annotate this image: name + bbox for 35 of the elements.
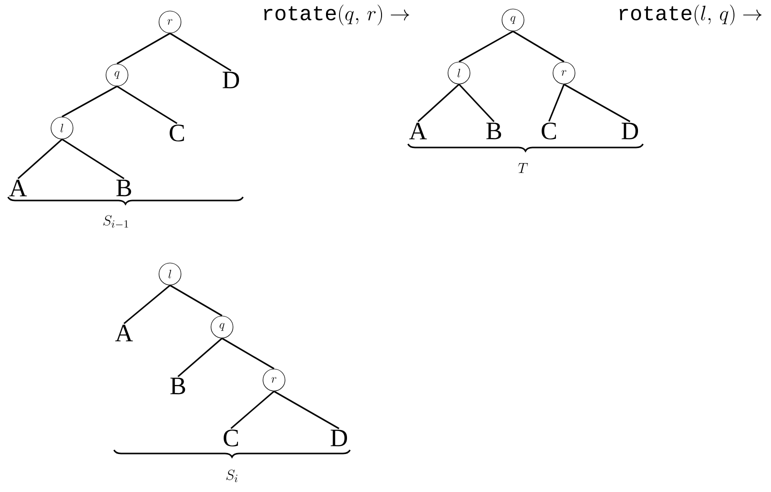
tree-edge (62, 86, 118, 118)
tree-edge (170, 284, 222, 316)
tree-edge (116, 32, 170, 64)
tree-edge (170, 32, 232, 72)
tree-edge (564, 84, 630, 122)
subtree-label: A (9, 180, 27, 196)
tree-edge (62, 138, 124, 180)
tree-edge (458, 84, 495, 122)
tree-edge (274, 390, 340, 430)
brace-label: $S_{i-1}$ (103, 215, 128, 228)
tree-edge (418, 84, 460, 122)
brace-label: $S_i$ (226, 470, 238, 482)
subtree-label: A (115, 324, 133, 342)
subtree-label: C (170, 124, 184, 142)
operation-label: $\mathtt{rotate}(q,\, r) \to$ (264, 4, 410, 26)
tree-edge (230, 390, 274, 429)
subtree-label: A (409, 122, 427, 140)
brace-label: $T$ (518, 163, 528, 173)
subtree-label: C (542, 122, 556, 140)
subtree-label: B (116, 180, 132, 196)
tree-edge (458, 30, 514, 62)
tree-edge (124, 284, 170, 324)
subtree-label: B (486, 122, 502, 140)
tree-edge (18, 138, 62, 180)
tree-edge (548, 84, 565, 122)
subtree-label: D (222, 72, 240, 88)
tree-edge (116, 86, 178, 124)
subtree-label: B (170, 378, 186, 394)
subtree-label: D (330, 430, 348, 446)
tree-edge (178, 338, 222, 378)
subtree-label: C (224, 430, 238, 446)
tree-edge (222, 338, 274, 370)
subtree-label: D (622, 122, 638, 140)
operation-label: $\mathtt{rotate}(l,\, q) \to$ (620, 4, 762, 26)
tree-edge (512, 30, 564, 62)
